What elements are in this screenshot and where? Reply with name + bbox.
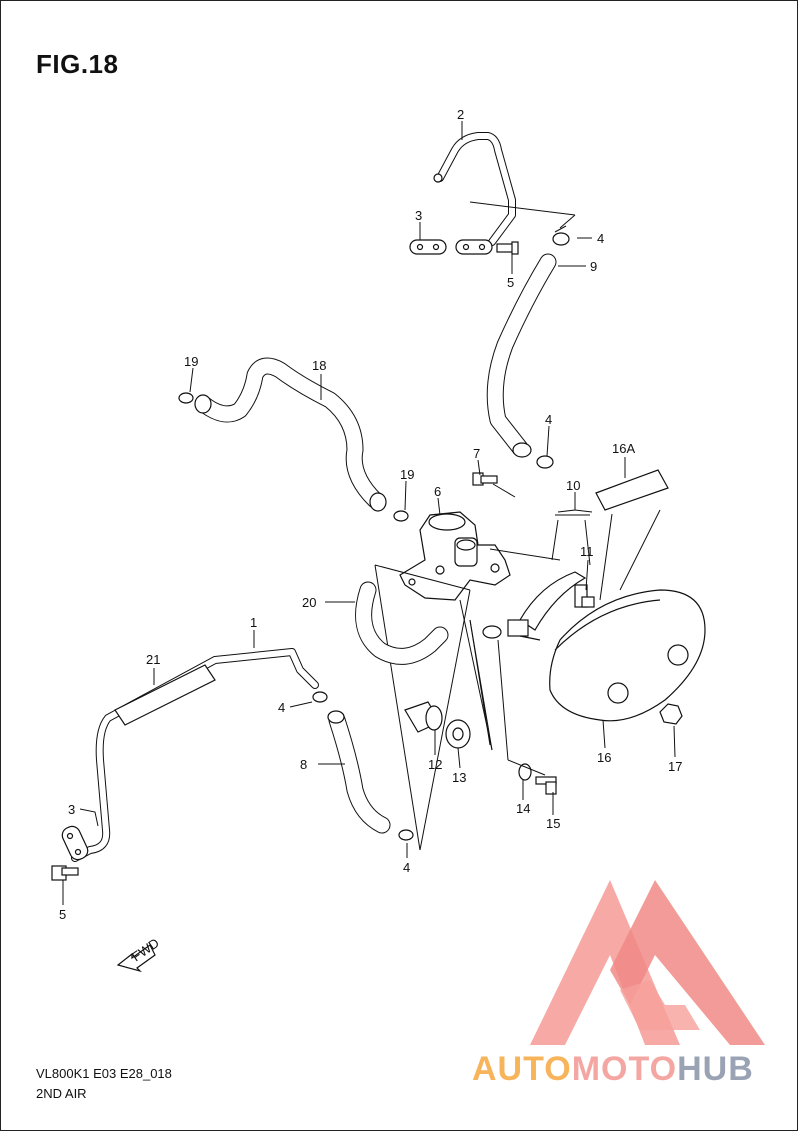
figure-code: VL800K1 E03 E28_018: [36, 1066, 172, 1081]
part-16a-pad[interactable]: [595, 469, 669, 511]
label-part-7: 7: [473, 446, 480, 461]
label-part-17: 17: [668, 759, 682, 774]
label-part-3-upper: 3: [415, 208, 422, 223]
label-part-4-lower: 4: [403, 860, 410, 875]
part-1-pipe[interactable]: [71, 648, 319, 862]
part-11-bolt[interactable]: [581, 596, 595, 608]
part-7-bolt[interactable]: [472, 472, 498, 486]
label-part-4-mid: 4: [545, 412, 552, 427]
part-20-hose[interactable]: [355, 581, 449, 665]
watermark-text-moto: MOTO: [571, 1050, 678, 1088]
label-part-4-left: 4: [278, 700, 285, 715]
label-part-4-upper: 4: [597, 231, 604, 246]
label-part-10: 10: [566, 478, 580, 493]
fwd-arrow-icon: FWD: [116, 935, 162, 973]
part-2-pipe[interactable]: [433, 132, 516, 246]
part-17-bolt[interactable]: [659, 703, 683, 725]
label-part-20: 20: [302, 595, 316, 610]
part-13-grommet[interactable]: [445, 719, 471, 749]
part-19-clip-left[interactable]: [178, 392, 194, 404]
label-part-16a: 16A: [612, 441, 635, 456]
watermark-text-hub: HUB: [677, 1050, 754, 1088]
figure-title: FIG.18: [36, 49, 119, 79]
label-part-19-right: 19: [400, 467, 414, 482]
part-19-clip-right[interactable]: [393, 510, 409, 522]
part-3-gasket-lower[interactable]: [60, 824, 91, 862]
part-21-protector[interactable]: [114, 664, 216, 726]
label-part-21: 21: [146, 652, 160, 667]
figure-name: 2ND AIR: [36, 1086, 87, 1101]
watermark-text-auto: AUTO: [472, 1050, 572, 1088]
part-9-hose[interactable]: [486, 253, 557, 458]
watermark-logo: [530, 880, 765, 1045]
watermark-triangle-icon: [530, 880, 765, 1045]
part-16-cover[interactable]: [549, 589, 706, 722]
label-part-15: 15: [546, 816, 560, 831]
label-part-6: 6: [434, 484, 441, 499]
label-part-18: 18: [312, 358, 326, 373]
part-12-sleeve[interactable]: [404, 701, 443, 733]
label-part-11: 11: [580, 544, 594, 559]
label-part-12: 12: [428, 757, 442, 772]
part-4-clip-upper[interactable]: [552, 225, 570, 246]
label-part-14: 14: [516, 801, 530, 816]
label-part-16: 16: [597, 750, 611, 765]
part-5-bolt-lower[interactable]: [51, 865, 79, 881]
label-part-3-lower: 3: [68, 802, 75, 817]
label-part-5-lower: 5: [59, 907, 66, 922]
label-part-1: 1: [250, 615, 257, 630]
part-4-clip-left[interactable]: [312, 691, 328, 703]
part-6-reed-valve[interactable]: [399, 511, 511, 601]
label-part-8: 8: [300, 757, 307, 772]
label-part-2: 2: [457, 107, 464, 122]
part-3-gasket-upper[interactable]: [409, 239, 493, 255]
watermark-text: AUTOMOTOHUB: [472, 1050, 754, 1089]
label-part-5-upper: 5: [507, 275, 514, 290]
part-5-bolt-upper[interactable]: [496, 241, 519, 255]
label-part-9: 9: [590, 259, 597, 274]
part-18-hose[interactable]: [194, 357, 387, 512]
part-4-clip-mid[interactable]: [536, 455, 554, 469]
part-8-hose[interactable]: [327, 710, 391, 834]
label-part-19-left: 19: [184, 354, 198, 369]
part-4-clip-lower[interactable]: [398, 829, 414, 841]
part-15-bolt[interactable]: [535, 776, 557, 795]
label-part-13: 13: [452, 770, 466, 785]
part-10-washer[interactable]: [482, 625, 541, 641]
